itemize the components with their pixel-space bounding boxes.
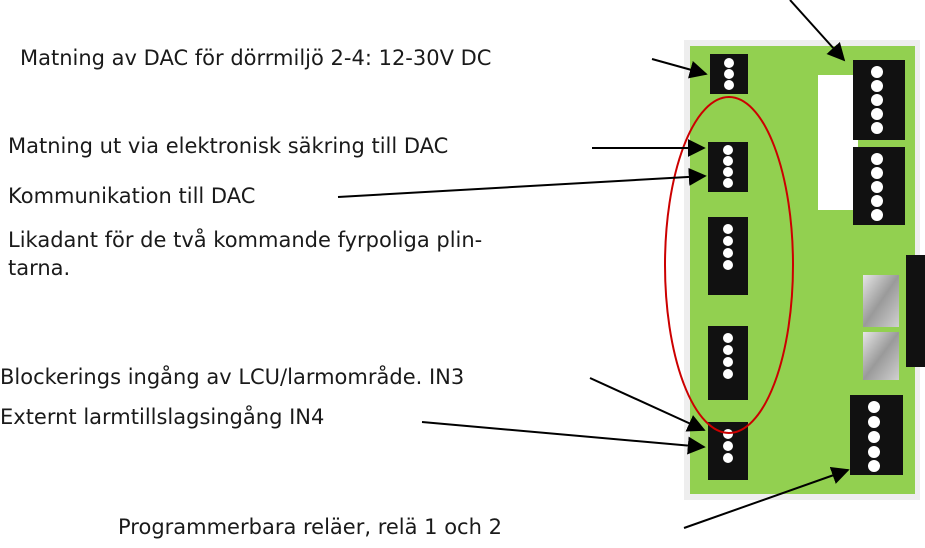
- label-blocking: Blockerings ingång av LCU/larmområde. IN…: [0, 365, 465, 389]
- terminal-right-top: [853, 60, 905, 140]
- arrow-blocking: [589, 377, 706, 432]
- label-same-as: Likadant för de två kommande fyrpoliga p…: [8, 226, 648, 282]
- label-same-as-line1: Likadant för de två kommande fyrpoliga p…: [8, 228, 483, 252]
- arrow-comm: [337, 167, 707, 198]
- board-cutout: [818, 75, 858, 210]
- terminal-right-middle: [853, 147, 905, 225]
- label-comm: Kommunikation till DAC: [8, 184, 256, 208]
- label-fused-out: Matning ut via elektronisk säkring till …: [8, 134, 449, 158]
- terminal-relays: [850, 395, 903, 475]
- label-supply: Matning av DAC för dörrmiljö 2-4: 12-30V…: [20, 46, 492, 70]
- label-same-as-line2: tarna.: [8, 256, 71, 280]
- side-connector: [906, 255, 925, 367]
- arrow-top: [789, 0, 846, 62]
- terminal-dac-1: [708, 142, 748, 192]
- terminal-in3-in4: [708, 422, 748, 480]
- arrow-supply: [651, 58, 708, 79]
- arrow-relays: [683, 466, 850, 529]
- dac-terminals-highlight: [664, 96, 794, 434]
- terminal-dac-3: [708, 326, 748, 400]
- metal-component-1: [863, 275, 899, 327]
- label-relays: Programmerbara reläer, relä 1 och 2: [118, 515, 502, 539]
- arrow-external: [421, 421, 706, 455]
- metal-component-2: [863, 332, 899, 380]
- label-external: Externt larmtillslagsingång IN4: [0, 405, 325, 429]
- terminal-dac-2: [708, 217, 748, 295]
- terminal-supply: [710, 54, 748, 94]
